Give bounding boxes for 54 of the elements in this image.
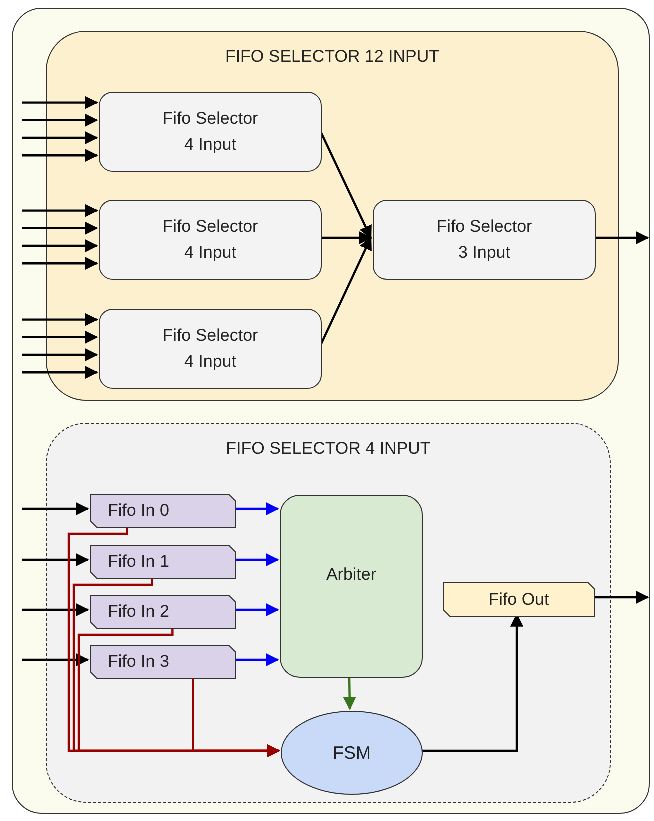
- arrow: [319, 236, 372, 348]
- process-box: [99, 200, 322, 280]
- process-box: [99, 309, 322, 389]
- block-label: Fifo In 3: [108, 651, 170, 674]
- block-label: Fifo Selector 4 Input: [162, 325, 260, 373]
- arrow: [22, 204, 98, 218]
- block-label: Arbiter: [326, 564, 377, 586]
- arrow: [22, 330, 98, 344]
- arrow: [22, 96, 98, 110]
- block-label: Fifo Out: [488, 588, 550, 611]
- arrow: [22, 149, 98, 162]
- arrow: [22, 603, 90, 617]
- arrow: [593, 590, 650, 604]
- arrow: [234, 603, 280, 617]
- block-label: Fifo In 0: [108, 500, 170, 522]
- fifo-block: [90, 545, 236, 579]
- block-label: FIFO SELECTOR 12 INPUT: [225, 46, 440, 68]
- arrow: [22, 131, 98, 145]
- state-ellipse: [281, 711, 423, 795]
- arrow: [343, 676, 356, 710]
- arrow: [234, 653, 280, 667]
- arrow: [234, 553, 280, 567]
- block-label: Fifo In 1: [108, 551, 170, 574]
- block-label: Fifo Selector 3 Input: [436, 216, 534, 264]
- arrow: [22, 366, 98, 380]
- arrow: [22, 239, 98, 253]
- arrow: [192, 677, 280, 758]
- fifo-block: [443, 582, 595, 617]
- outer-frame: [12, 8, 650, 814]
- arrow: [594, 231, 650, 245]
- block-label: Fifo Selector 4 Input: [162, 108, 260, 156]
- arrow: [320, 231, 372, 245]
- block-label: FIFO SELECTOR 4 INPUT: [226, 438, 431, 460]
- arrow: [234, 502, 280, 516]
- group-panel: [46, 31, 619, 401]
- block-label: FSM: [333, 742, 371, 764]
- process-box: [99, 92, 322, 172]
- arrow: [22, 257, 98, 270]
- arrow: [22, 502, 90, 516]
- arrow: [22, 653, 90, 667]
- fifo-block: [90, 494, 236, 528]
- block-label: Fifo In 2: [108, 601, 170, 624]
- arrow: [22, 114, 98, 127]
- arrow: [319, 130, 372, 240]
- block-label: Fifo Selector 4 Input: [162, 216, 260, 264]
- group-panel: [46, 423, 611, 803]
- fifo-block: [90, 645, 236, 679]
- process-box: [373, 200, 596, 280]
- arrow: [22, 348, 98, 362]
- arrow: [22, 222, 98, 235]
- arrow: [22, 553, 90, 567]
- arbiter-box: [280, 495, 423, 678]
- arrow: [22, 313, 98, 326]
- fifo-block: [90, 595, 236, 629]
